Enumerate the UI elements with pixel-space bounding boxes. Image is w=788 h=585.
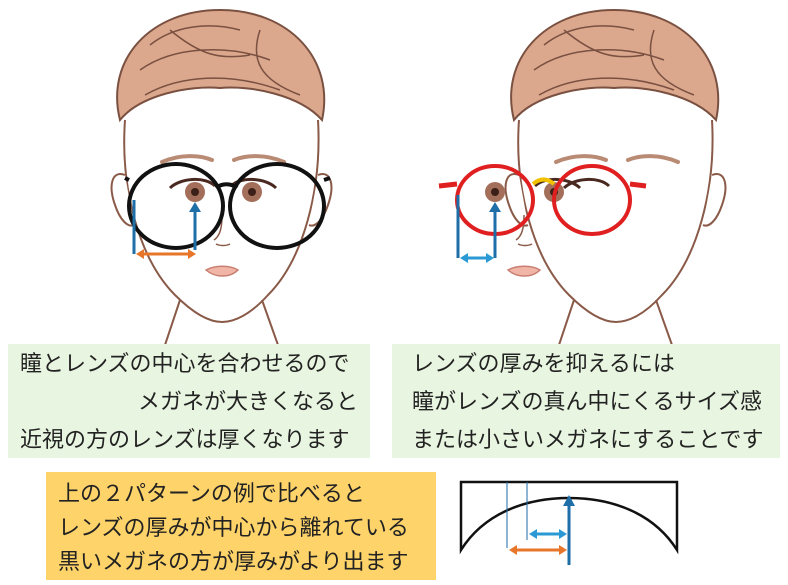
note-line: レンズの厚みが中心から離れている <box>58 516 409 541</box>
lens-center-line <box>563 495 575 565</box>
face-small-glasses <box>438 8 727 345</box>
caption-line: 近視の方のレンズは厚くなります <box>20 428 350 453</box>
pupil-marker <box>189 202 201 250</box>
face-outline <box>110 119 333 345</box>
nose <box>515 214 533 247</box>
caption-line: または小さいメガネにすることです <box>412 428 764 453</box>
caption-line: メガネが大きくなると <box>137 390 358 415</box>
mouth <box>204 265 240 277</box>
lens-cross-section <box>459 480 679 565</box>
caption-line: 瞳とレンズの中心を合わせるので <box>20 352 350 377</box>
eyebrows <box>160 154 286 164</box>
note-line: 黒いメガネの方が厚みがより出ます <box>58 550 409 575</box>
caption-small-glasses: レンズの厚みを抑えるには 瞳がレンズの真ん中にくるサイズ感 または小さいメガネに… <box>392 344 780 458</box>
hair-bun <box>116 8 326 123</box>
blue-distance-arrow <box>529 529 567 539</box>
note-line: 上の２パターンの例で比べると <box>58 482 365 507</box>
hair-bun <box>510 8 720 123</box>
face-large-glasses <box>110 8 333 345</box>
caption-line: レンズの厚みを抑えるには <box>412 352 675 377</box>
pupil-marker <box>489 202 501 258</box>
black-glasses-frame <box>124 162 331 250</box>
caption-large-glasses: 瞳とレンズの中心を合わせるので メガネが大きくなると 近視の方のレンズは厚くなり… <box>8 344 370 458</box>
comparison-note: 上の２パターンの例で比べると レンズの厚みが中心から離れている 黒いメガネの方が… <box>46 472 436 580</box>
caption-line: 瞳がレンズの真ん中にくるサイズ感 <box>412 390 763 415</box>
blue-distance-arrow <box>460 253 494 263</box>
orange-distance-arrow <box>509 545 567 555</box>
eyebrows <box>554 154 680 164</box>
face-outline <box>504 119 727 345</box>
orange-distance-arrow <box>136 249 196 259</box>
mouth <box>506 265 542 277</box>
eyes <box>168 178 278 202</box>
